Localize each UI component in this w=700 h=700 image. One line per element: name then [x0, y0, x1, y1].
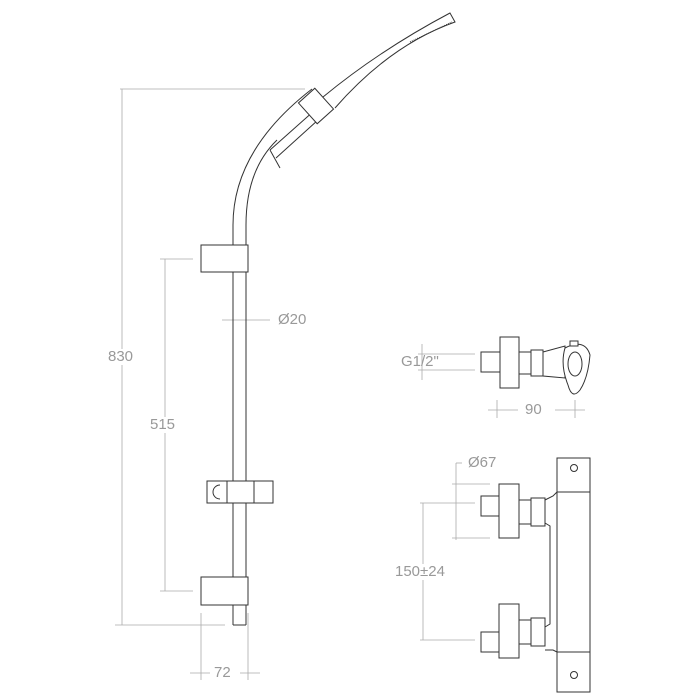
top-wall-bracket [200, 244, 249, 273]
dimension-72 [190, 613, 260, 680]
thermostatic-valve-front [480, 457, 591, 693]
slider-holder [206, 480, 274, 504]
label-diameter-67: Ø67 [466, 454, 499, 471]
label-72: 72 [212, 664, 233, 681]
dimension-67 [452, 462, 490, 540]
hand-shower [297, 12, 456, 125]
dimension-g12 [418, 344, 475, 380]
dimension-830 [115, 88, 305, 626]
dimension-90 [488, 400, 585, 418]
label-diameter-20: Ø20 [276, 311, 309, 328]
label-90: 90 [523, 401, 544, 418]
valve-side-view [480, 336, 591, 395]
label-g12: G1/2" [401, 353, 439, 370]
bottom-wall-bracket [200, 576, 249, 606]
label-830: 830 [106, 348, 136, 365]
label-515: 515 [148, 416, 178, 433]
label-150: 150±24 [393, 563, 447, 580]
shower-rail [232, 88, 319, 626]
